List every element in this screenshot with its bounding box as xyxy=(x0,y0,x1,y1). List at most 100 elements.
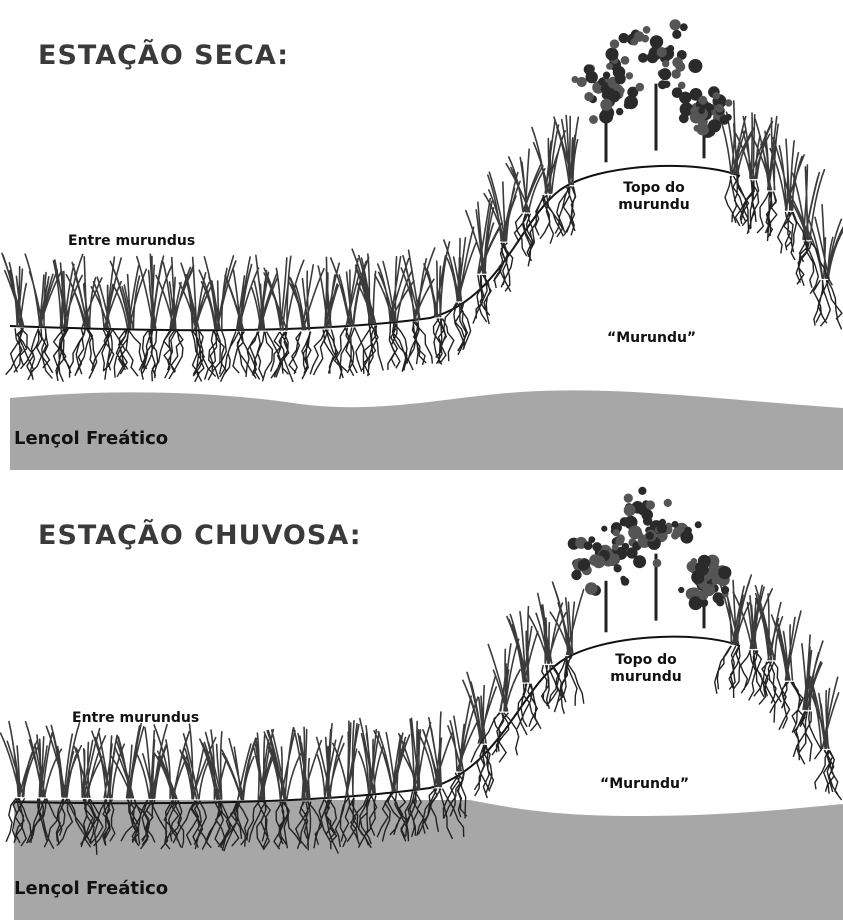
grass-tuft xyxy=(0,720,41,798)
tree-leaf xyxy=(618,32,629,44)
grass-tuft xyxy=(447,695,479,772)
grass-tuft xyxy=(331,720,360,797)
root-cluster xyxy=(792,711,823,765)
root-cluster xyxy=(160,800,185,850)
tree-leaf xyxy=(633,555,647,569)
root-cluster xyxy=(473,744,495,799)
tree-leaf xyxy=(688,59,703,73)
tree-group xyxy=(567,486,732,633)
between-mounds-label: Entre murundus xyxy=(68,233,196,249)
grass-tuft xyxy=(221,737,258,801)
tree-leaf xyxy=(618,87,625,94)
tree-leaf xyxy=(585,582,598,595)
root-cluster xyxy=(812,279,843,330)
tree-leaf xyxy=(698,95,708,105)
root-cluster xyxy=(5,327,35,381)
tree-leaf xyxy=(641,34,650,43)
root-layer xyxy=(5,175,843,383)
grass-tuft xyxy=(553,114,580,186)
tree-leaf xyxy=(646,51,658,64)
grass-tuft xyxy=(770,610,802,681)
tree-leaf xyxy=(638,53,648,63)
root-cluster xyxy=(776,211,807,263)
grass-tuft xyxy=(224,256,260,331)
grass-tuft xyxy=(45,722,83,798)
root-cluster xyxy=(273,801,302,850)
grass-tuft xyxy=(531,119,567,194)
tree-leaf xyxy=(712,92,720,100)
ground-line xyxy=(13,635,741,805)
tree-leaf xyxy=(588,536,596,544)
grass-tuft xyxy=(253,728,275,801)
tree-leaf xyxy=(696,122,710,136)
grass-tuft xyxy=(357,717,384,795)
tree-leaf xyxy=(680,530,694,544)
root-cluster xyxy=(68,328,98,379)
grass-tuft xyxy=(505,148,546,213)
rainy-season-panel: ESTAÇÃO CHUVOSA: Entre murundus Topo do … xyxy=(0,470,843,920)
root-cluster xyxy=(739,649,767,701)
tree-leaf xyxy=(658,68,672,81)
tree-leaf xyxy=(679,102,694,117)
water-table-label: Lençol Freático xyxy=(14,428,169,449)
grass-tuft xyxy=(487,638,521,712)
root-cluster xyxy=(376,792,409,842)
tree-leaf xyxy=(589,115,598,124)
grass-tuft xyxy=(24,721,63,798)
tree-leaf xyxy=(614,73,626,85)
tree-leaf xyxy=(623,493,633,503)
tree-leaf xyxy=(612,529,620,537)
tree-leaf xyxy=(615,537,625,546)
tree-leaf xyxy=(627,86,639,98)
tree-leaf xyxy=(609,39,620,49)
tree-leaf xyxy=(638,486,647,495)
mound-label: “Murundu” xyxy=(607,330,697,346)
grass-tuft xyxy=(1,252,28,328)
grass-tuft xyxy=(527,592,567,664)
grass-tuft xyxy=(400,247,436,321)
grass-layer xyxy=(1,100,843,331)
tree-leaf xyxy=(628,525,642,540)
root-cluster xyxy=(295,801,323,851)
root-cluster xyxy=(795,241,833,295)
grass-tuft xyxy=(506,605,539,683)
tree-leaf xyxy=(672,57,683,68)
tree-leaf xyxy=(602,71,611,79)
rainy-season-scene xyxy=(0,486,843,920)
grass-tuft xyxy=(24,253,63,328)
tree-leaf xyxy=(642,26,651,34)
root-cluster xyxy=(554,185,577,236)
root-cluster xyxy=(734,180,760,235)
root-cluster xyxy=(220,800,249,852)
root-cluster xyxy=(440,302,472,356)
grass-tuft xyxy=(109,260,148,329)
root-cluster xyxy=(219,330,257,379)
root-cluster xyxy=(516,683,542,736)
grass-tuft xyxy=(465,197,503,274)
grass-tuft xyxy=(287,264,325,331)
tree-leaf xyxy=(656,523,668,534)
tree-leaf xyxy=(721,585,730,595)
root-cluster xyxy=(548,655,585,706)
tree-leaf xyxy=(623,504,636,517)
root-cluster xyxy=(52,328,72,382)
root-cluster xyxy=(492,242,514,293)
grass-tuft xyxy=(442,226,478,302)
tree-leaf xyxy=(583,64,594,75)
grass-tuft xyxy=(483,171,521,242)
tree-group xyxy=(571,19,733,163)
water-table xyxy=(14,800,843,920)
grass-tuft xyxy=(263,727,303,801)
tree-leaf xyxy=(605,47,619,61)
root-cluster xyxy=(5,797,32,847)
grass-tuft xyxy=(153,724,191,800)
mound-top-label: Topo do murundu xyxy=(610,652,682,685)
tree-leaf xyxy=(678,586,685,594)
tree-leaf xyxy=(621,542,630,551)
root-cluster xyxy=(529,194,564,245)
root-cluster xyxy=(333,327,365,377)
tree-leaf xyxy=(606,62,614,70)
tree-leaf xyxy=(671,520,679,528)
grass-tuft xyxy=(315,722,345,799)
tree-leaf xyxy=(620,56,630,65)
